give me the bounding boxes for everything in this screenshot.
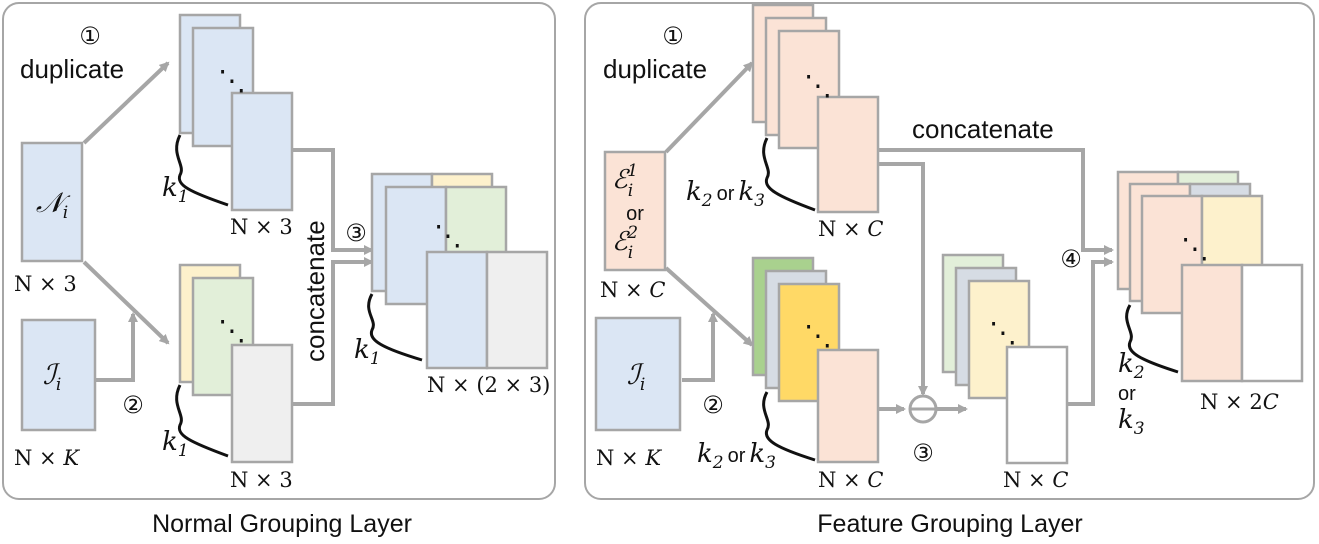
right-mid-stack-sheet: [1005, 345, 1069, 465]
left-panel-frame: [2, 2, 556, 500]
right-step2-marker: ②: [702, 392, 724, 419]
right-output-sheet: [1240, 263, 1304, 383]
right-output-ellipsis: ⋱: [1181, 233, 1209, 264]
right-panel-frame: [584, 2, 1315, 500]
right-step1-label: duplicate: [603, 54, 707, 84]
left-input-i-dim: N × K: [14, 446, 80, 470]
right-mid-to-output-line: [1068, 257, 1114, 406]
right-top-brace: [762, 137, 816, 212]
left-output-dim: N × (2 × 3): [427, 373, 550, 397]
right-panel-caption: Feature Grouping Layer: [817, 510, 1082, 538]
right-duplicate-arrow-top: [664, 61, 754, 154]
right-step3-marker: ③: [912, 440, 934, 467]
left-top-stack-dim: N × 3: [230, 215, 293, 239]
left-concat-line-bottom: [293, 257, 374, 406]
right-index-arrow: [682, 312, 718, 382]
right-top-stack-dim: N × C: [818, 217, 883, 241]
right-mid-ellipsis: ⋱: [989, 317, 1017, 348]
right-bottom-stack-sheet: [816, 348, 880, 464]
left-top-k-label: k1: [162, 173, 189, 207]
left-concat-label: concatenate: [300, 220, 330, 362]
left-bottom-k-label: k1: [162, 427, 189, 461]
right-top-ellipsis: ⋱: [804, 70, 832, 101]
left-output-brace: [367, 293, 423, 362]
left-step1-label: duplicate: [20, 54, 124, 84]
right-output-brace: [1125, 304, 1179, 374]
left-top-brace: [175, 134, 229, 207]
right-output-k-a-label: k2: [1118, 349, 1145, 383]
left-concat-line-top: [293, 148, 374, 255]
right-drop-line: [879, 162, 928, 396]
right-concat-line: [879, 148, 1114, 255]
right-top-stack-sheet: [816, 95, 880, 214]
left-input-n-dim: N × 3: [14, 272, 77, 296]
left-top-ellipsis: ⋱: [218, 65, 246, 96]
right-output-sheet: [1180, 263, 1244, 383]
right-bottom-stack-dim: N × C: [818, 468, 883, 492]
left-index-arrow: [96, 312, 138, 382]
right-bottom-ellipsis: ⋱: [804, 320, 832, 351]
left-input-i-box: [20, 318, 97, 432]
right-input-or-label: or: [626, 203, 644, 225]
left-output-ellipsis: ⋱: [434, 220, 462, 251]
right-input-e1-label: ℰi1: [612, 161, 638, 201]
left-step3-marker: ③: [345, 220, 367, 247]
left-output-k-label: k1: [354, 335, 381, 369]
right-input-e2-label: ℰi2: [612, 223, 638, 263]
right-input-e-dim: N × C: [600, 278, 665, 302]
right-bottom-brace: [762, 391, 816, 462]
right-input-i-dim: N × K: [596, 446, 662, 470]
left-input-n-box: [20, 141, 84, 263]
right-concat-label: concatenate: [912, 114, 1054, 144]
right-step4-marker: ④: [1060, 246, 1082, 273]
left-output-sheet: [485, 250, 549, 370]
right-input-i-box: [594, 316, 682, 432]
right-step1-marker: ①: [662, 23, 684, 50]
left-step2-marker: ②: [122, 392, 144, 419]
left-output-sheet: [425, 250, 489, 370]
left-bottom-ellipsis: ⋱: [218, 315, 246, 346]
left-duplicate-arrow-bottom: [82, 260, 170, 345]
right-input-e-box: [603, 150, 667, 272]
left-bottom-stack-sheet: [230, 343, 294, 464]
left-bottom-brace: [175, 384, 229, 458]
right-output-or-label: or: [1118, 383, 1136, 405]
right-duplicate-arrow-bottom: [664, 266, 754, 347]
left-panel-caption: Normal Grouping Layer: [152, 510, 412, 538]
left-duplicate-arrow-top: [82, 61, 170, 145]
right-output-k-b-label: k3: [1118, 405, 1145, 439]
right-output-dim: N × 2C: [1200, 390, 1279, 414]
left-bottom-stack-dim: N × 3: [230, 468, 293, 492]
left-top-stack-sheet: [230, 91, 294, 212]
left-step1-marker: ①: [79, 23, 101, 50]
right-mid-stack-dim: N × C: [1003, 468, 1068, 492]
